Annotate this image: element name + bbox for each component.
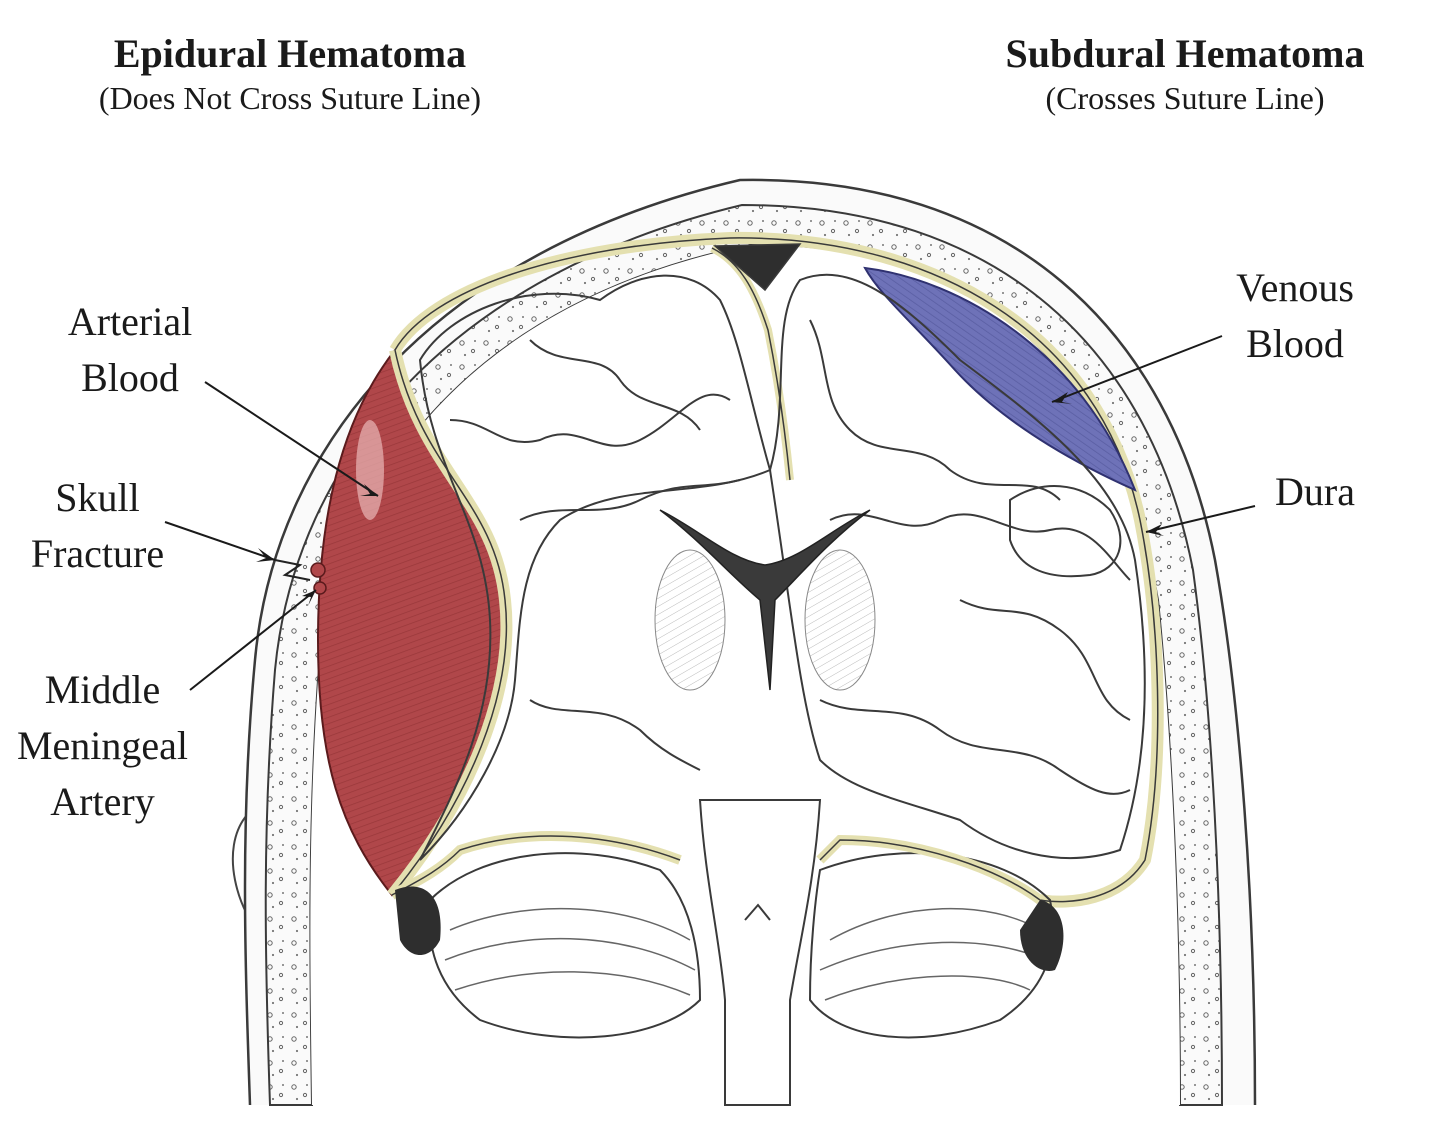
leader-arterial-blood	[204, 381, 379, 497]
leader-venous-blood	[1051, 335, 1223, 403]
tentorium	[389, 831, 1064, 971]
cranial-cavity	[310, 245, 1180, 1105]
epidural-heading: Epidural Hematoma (Does Not Cross Suture…	[40, 30, 540, 118]
label-middle-meningeal-artery: Middle Meningeal Artery	[16, 667, 189, 824]
lateral-ventricles	[659, 509, 871, 691]
leader-skull-fracture	[164, 521, 276, 561]
brainstem	[698, 799, 822, 1106]
cerebral-hemispheres	[418, 273, 1146, 861]
cerebellum	[428, 852, 1054, 1039]
label-skull-fracture: Skull Fracture	[30, 475, 165, 576]
leader-lines	[164, 335, 1256, 691]
leader-middle-meningeal-artery	[189, 589, 317, 691]
label-venous-blood: Venous Blood	[1236, 265, 1354, 366]
epidural-title: Epidural Hematoma	[113, 31, 467, 76]
label-dura: Dura	[1275, 469, 1355, 514]
epidural-subtitle: (Does Not Cross Suture Line)	[98, 80, 482, 116]
basal-ganglia	[654, 549, 876, 691]
label-arterial-blood: Arterial Blood	[67, 299, 193, 400]
superior-sagittal-sinus	[713, 243, 802, 292]
subdural-subtitle: (Crosses Suture Line)	[1045, 80, 1325, 116]
subdural-heading: Subdural Hematoma (Crosses Suture Line)	[940, 30, 1430, 118]
subdural-title: Subdural Hematoma	[1005, 31, 1365, 76]
leader-dura	[1145, 505, 1256, 533]
skull-fracture	[274, 559, 311, 581]
middle-meningeal-artery	[310, 562, 327, 595]
